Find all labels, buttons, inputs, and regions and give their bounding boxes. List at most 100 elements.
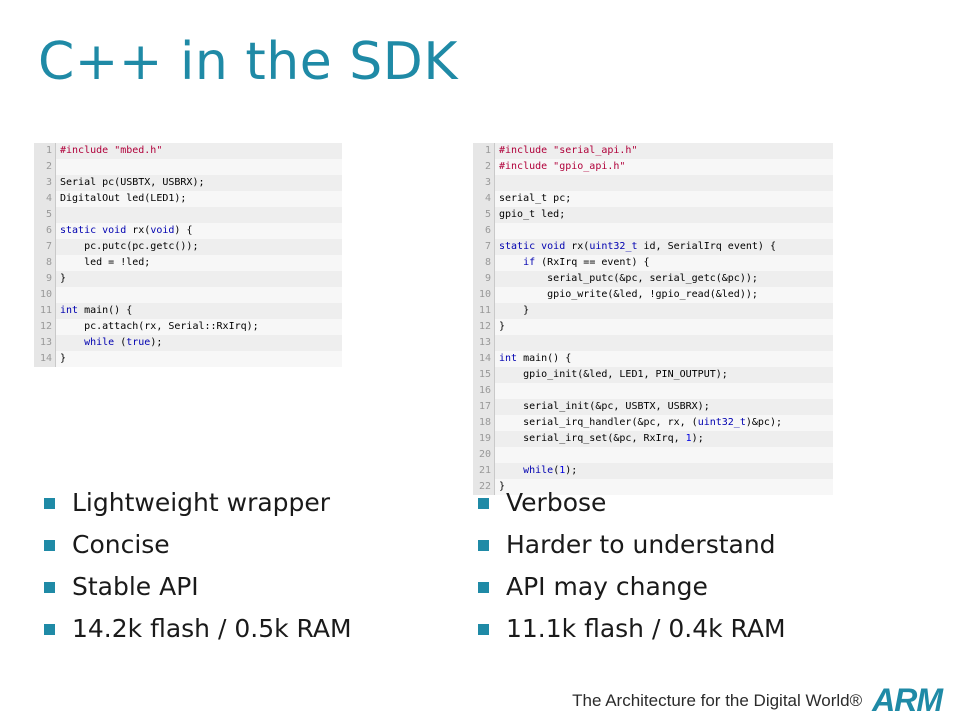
code-token: "mbed.h" <box>114 145 163 156</box>
code-token: ( <box>553 465 560 476</box>
code-token: serial_t pc; <box>499 193 572 204</box>
line-number: 9 <box>34 271 56 287</box>
bullet-square-icon <box>478 498 489 509</box>
code-token: pc.attach(rx, Serial::RxIrq); <box>60 321 259 332</box>
code-line: 10 gpio_write(&led, !gpio_read(&led)); <box>473 287 833 303</box>
code-line: 13 <box>473 335 833 351</box>
code-line: 8 if (RxIrq == event) { <box>473 255 833 271</box>
code-text <box>56 207 60 223</box>
code-token: serial_putc(&pc, serial_getc(&pc)); <box>499 273 758 284</box>
code-token: Serial pc(USBTX, USBRX); <box>60 177 205 188</box>
bullet-square-icon <box>478 624 489 635</box>
code-text: gpio_t led; <box>495 207 565 223</box>
arm-logo: ARM <box>872 682 943 718</box>
code-line: 13 while (true); <box>34 335 342 351</box>
bullet-item: Concise <box>40 524 352 566</box>
code-text <box>495 335 499 351</box>
line-number: 2 <box>473 159 495 175</box>
line-number: 8 <box>34 255 56 271</box>
bullet-item: Harder to understand <box>474 524 786 566</box>
code-text: led = !led; <box>56 255 150 271</box>
code-token: uint32_t <box>697 417 746 428</box>
code-token: ( <box>114 337 127 348</box>
code-token: main() { <box>517 353 572 364</box>
code-text: int main() { <box>56 303 132 319</box>
code-text: serial_irq_handler(&pc, rx, (uint32_t)&p… <box>495 415 782 431</box>
code-text: } <box>495 303 529 319</box>
code-token: ); <box>565 465 578 476</box>
code-text: #include "gpio_api.h" <box>495 159 625 175</box>
line-number: 15 <box>473 367 495 383</box>
code-token: #include <box>60 145 115 156</box>
line-number: 12 <box>473 319 495 335</box>
line-number: 11 <box>34 303 56 319</box>
bullet-text: Concise <box>72 530 170 559</box>
code-token: static void <box>499 241 566 252</box>
line-number: 7 <box>473 239 495 255</box>
code-line: 1#include "mbed.h" <box>34 143 342 159</box>
bullet-text: API may change <box>506 572 708 601</box>
code-token: int <box>60 305 79 316</box>
bullet-text: Verbose <box>506 488 607 517</box>
bullet-item: Stable API <box>40 566 352 608</box>
code-token: while <box>84 337 115 348</box>
code-token: } <box>60 353 67 364</box>
code-text <box>56 287 60 303</box>
line-number: 5 <box>34 207 56 223</box>
code-text: pc.attach(rx, Serial::RxIrq); <box>56 319 259 335</box>
code-text: } <box>495 319 505 335</box>
code-token: } <box>499 481 506 492</box>
code-text <box>495 223 499 239</box>
code-token <box>499 465 523 476</box>
code-text <box>495 175 499 191</box>
code-token: ); <box>150 337 163 348</box>
line-number: 14 <box>473 351 495 367</box>
code-line: 18 serial_irq_handler(&pc, rx, (uint32_t… <box>473 415 833 431</box>
code-line: 9 serial_putc(&pc, serial_getc(&pc)); <box>473 271 833 287</box>
code-line: 16 <box>473 383 833 399</box>
code-text: while(1); <box>495 463 577 479</box>
code-text: Serial pc(USBTX, USBRX); <box>56 175 205 191</box>
code-line: 3 Serial pc(USBTX, USBRX); <box>34 175 342 191</box>
bullet-item: 11.1k flash / 0.4k RAM <box>474 608 786 650</box>
line-number: 13 <box>473 335 495 351</box>
code-text: gpio_write(&led, !gpio_read(&led)); <box>495 287 758 303</box>
code-token: )&pc); <box>745 417 782 428</box>
code-line: 3 <box>473 175 833 191</box>
code-text <box>495 383 499 399</box>
bullet-item: 14.2k flash / 0.5k RAM <box>40 608 352 650</box>
code-token: while <box>523 465 554 476</box>
line-number: 2 <box>34 159 56 175</box>
code-text: serial_irq_set(&pc, RxIrq, 1); <box>495 431 704 447</box>
code-token: ) { <box>174 225 193 236</box>
code-text: #include "mbed.h" <box>56 143 162 159</box>
code-token: gpio_init(&led, LED1, PIN_OUTPUT); <box>499 369 728 380</box>
code-line: 10 <box>34 287 342 303</box>
code-text: #include "serial_api.h" <box>495 143 637 159</box>
code-line: 20 <box>473 447 833 463</box>
line-number: 3 <box>473 175 495 191</box>
code-token: if <box>523 257 536 268</box>
code-token: } <box>499 305 530 316</box>
bullet-item: Lightweight wrapper <box>40 482 352 524</box>
code-token: id, SerialIrq event) { <box>637 241 776 252</box>
line-number: 3 <box>34 175 56 191</box>
code-token: void <box>150 225 175 236</box>
line-number: 22 <box>473 479 495 495</box>
bullet-item: Verbose <box>474 482 786 524</box>
line-number: 13 <box>34 335 56 351</box>
line-number: 6 <box>34 223 56 239</box>
bullet-square-icon <box>44 582 55 593</box>
code-line: 12 pc.attach(rx, Serial::RxIrq); <box>34 319 342 335</box>
code-token: } <box>60 273 67 284</box>
line-number: 10 <box>473 287 495 303</box>
bullet-text: 14.2k flash / 0.5k RAM <box>72 614 352 643</box>
code-block-c-hal: 1#include "serial_api.h"2#include "gpio_… <box>473 143 833 495</box>
